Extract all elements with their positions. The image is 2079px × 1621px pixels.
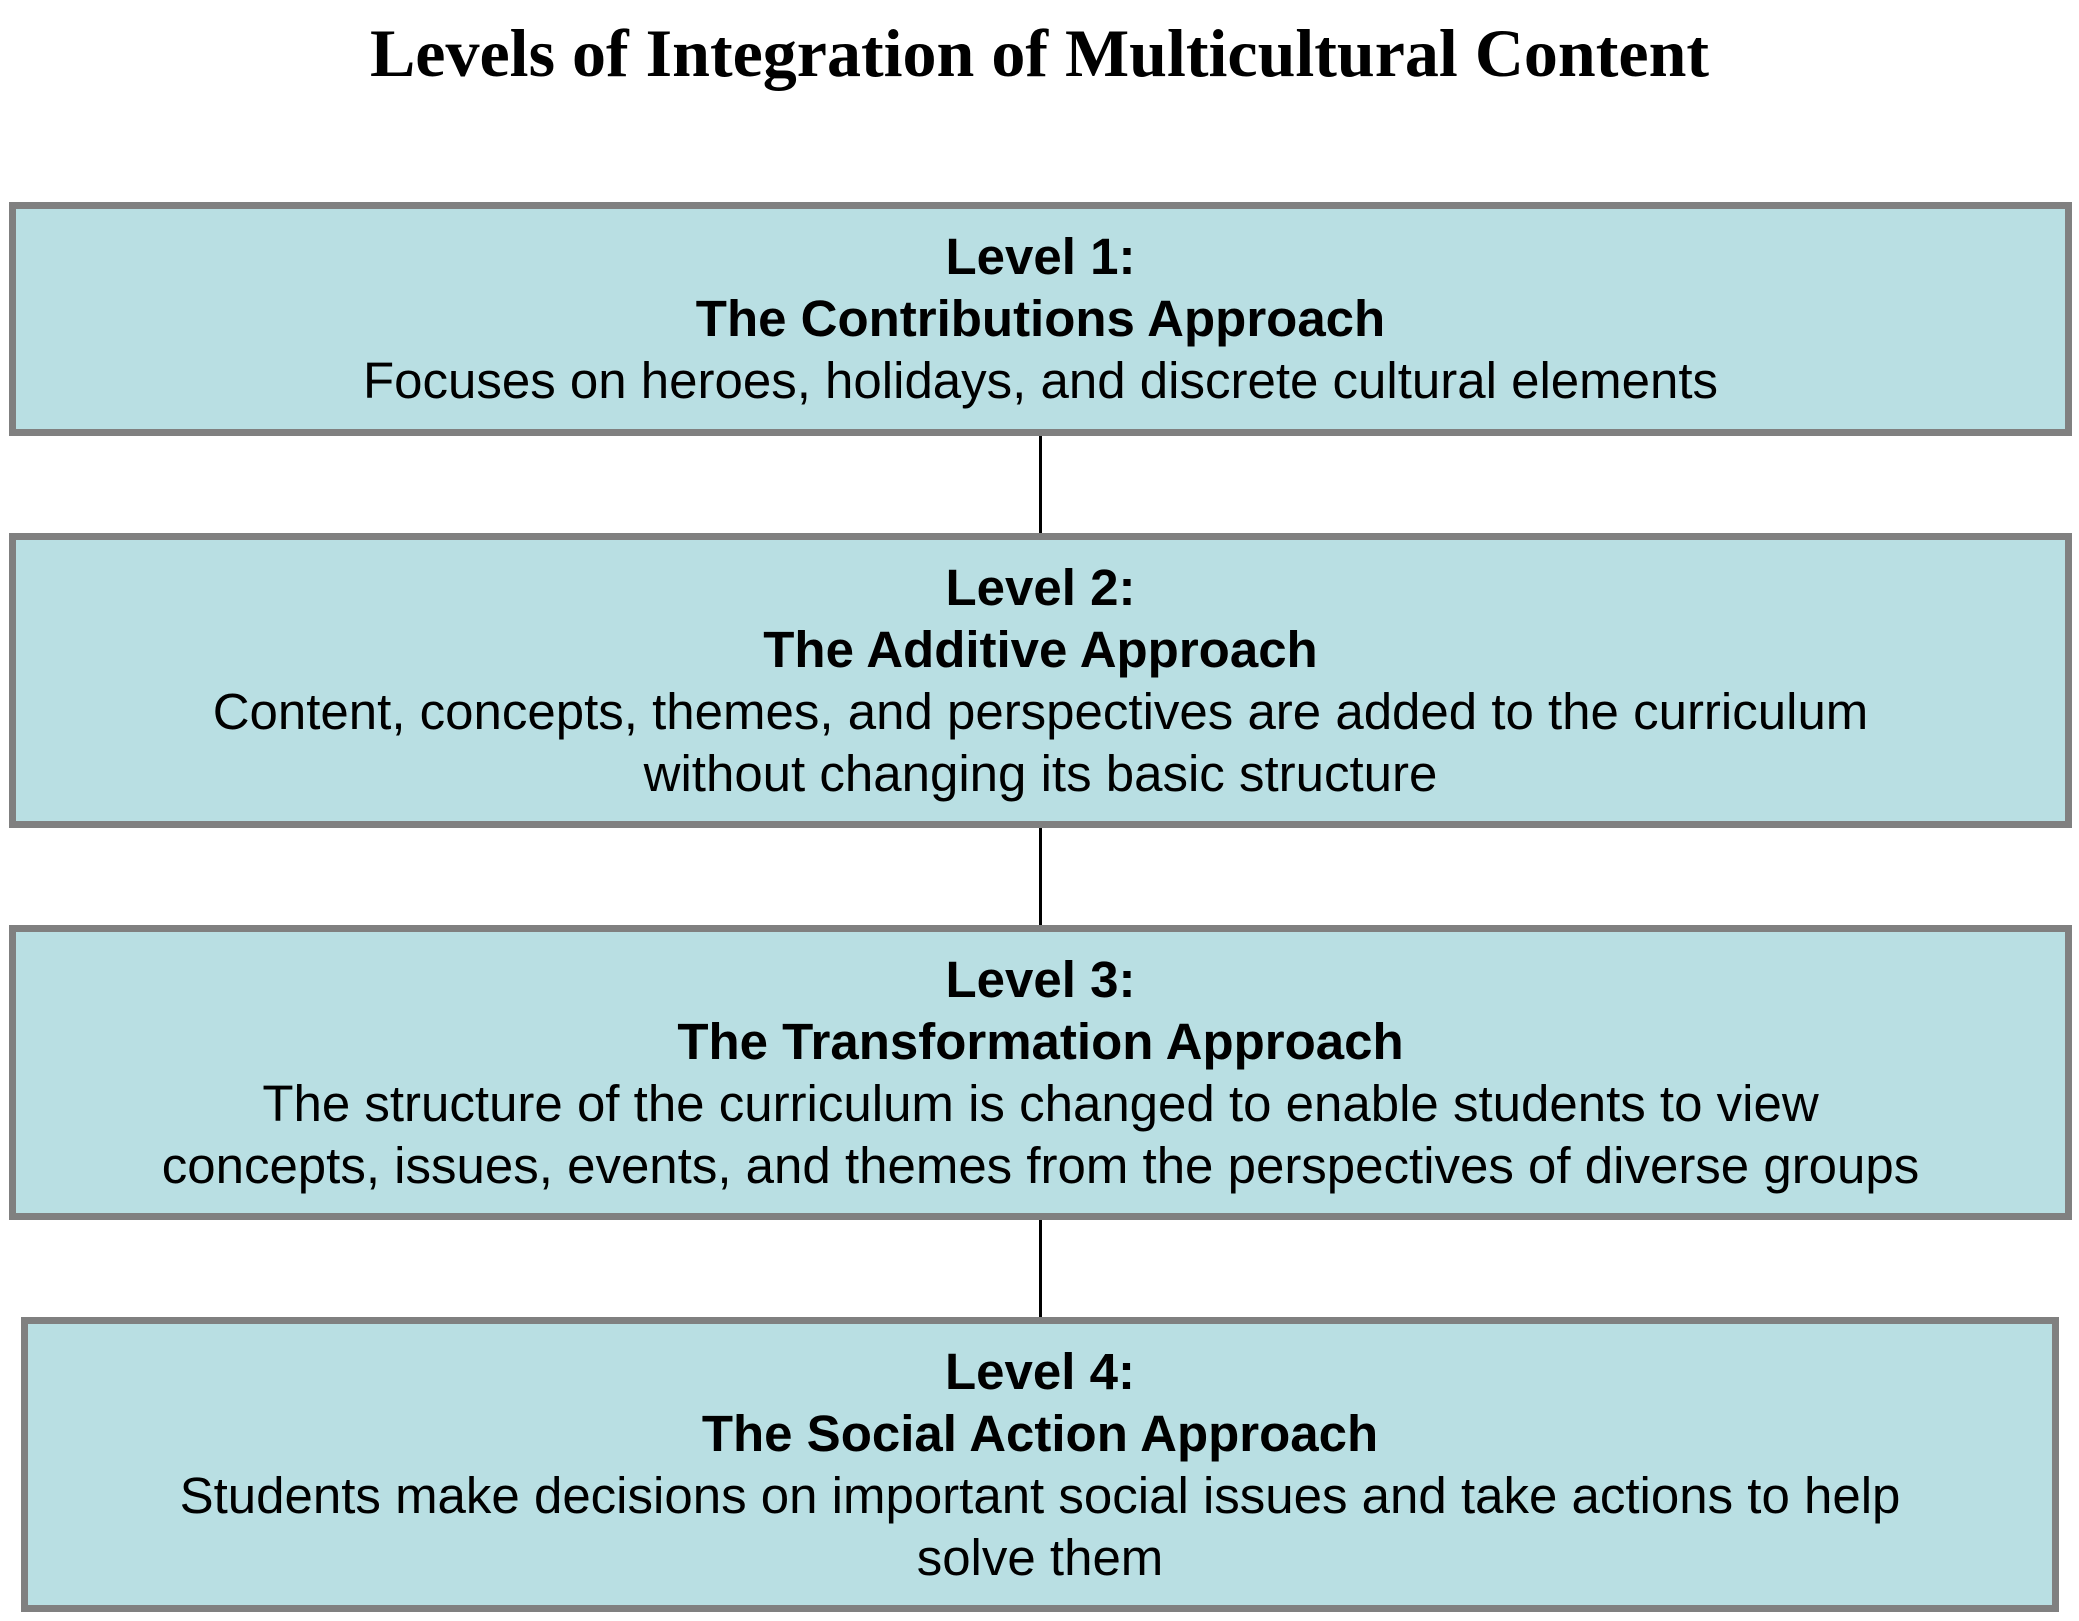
level-label: Level 1:	[945, 228, 1136, 285]
level-description: Focuses on heroes, holidays, and discret…	[362, 352, 1719, 409]
level-description: The structure of the curriculum is chang…	[262, 1074, 1819, 1132]
level-2-box: Level 2: The Additive Approach Content, …	[9, 533, 2072, 828]
level-name: The Transformation Approach	[677, 1012, 1404, 1070]
level-label: Level 3:	[945, 950, 1136, 1008]
level-description: Students make decisions on important soc…	[179, 1466, 1901, 1524]
level-name: The Contributions Approach	[695, 290, 1386, 347]
level-name: The Additive Approach	[763, 620, 1318, 678]
level-4-box: Level 4: The Social Action Approach Stud…	[21, 1317, 2059, 1612]
level-name: The Social Action Approach	[701, 1404, 1379, 1462]
connector-line	[1039, 1220, 1042, 1317]
diagram-title: Levels of Integration of Multicultural C…	[369, 15, 1710, 91]
connector-line	[1039, 436, 1042, 533]
level-1-box: Level 1: The Contributions Approach Focu…	[9, 202, 2072, 436]
level-3-box: Level 3: The Transformation Approach The…	[9, 925, 2072, 1220]
level-description: without changing its basic structure	[643, 744, 1438, 802]
level-description: solve them	[916, 1528, 1164, 1586]
level-description: concepts, issues, events, and themes fro…	[161, 1136, 1920, 1194]
level-label: Level 2:	[945, 558, 1136, 616]
level-description: Content, concepts, themes, and perspecti…	[212, 682, 1869, 740]
connector-line	[1039, 828, 1042, 925]
level-label: Level 4:	[945, 1342, 1135, 1400]
